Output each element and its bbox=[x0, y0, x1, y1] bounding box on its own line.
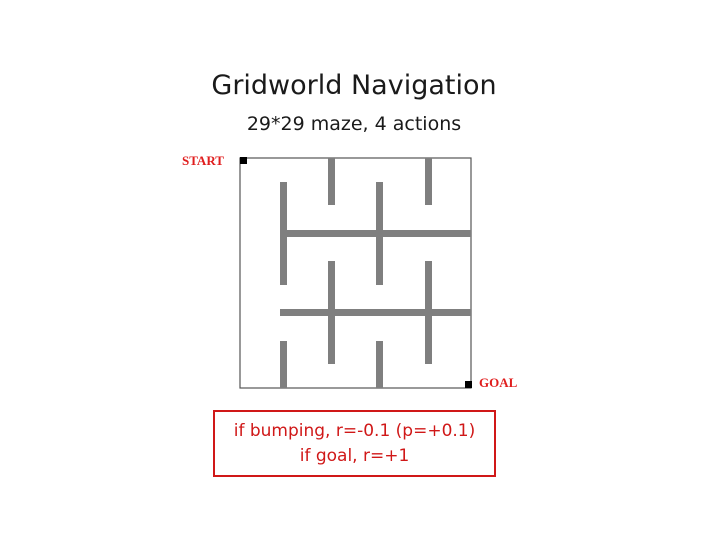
maze-wall bbox=[280, 230, 471, 237]
goal-marker bbox=[465, 381, 472, 388]
maze-wall bbox=[280, 341, 287, 388]
maze-wall bbox=[376, 341, 383, 388]
reward-line-bumping: if bumping, r=-0.1 (p=+0.1) bbox=[233, 420, 476, 441]
start-label: START bbox=[182, 153, 224, 168]
slide-title: Gridworld Navigation bbox=[211, 70, 497, 101]
reward-box: if bumping, r=-0.1 (p=+0.1) if goal, r=+… bbox=[213, 410, 496, 477]
goal-label: GOAL bbox=[479, 375, 518, 390]
maze-wall bbox=[328, 158, 335, 205]
maze-wall bbox=[280, 309, 471, 316]
slide-subtitle: 29*29 maze, 4 actions bbox=[246, 113, 462, 135]
maze-border bbox=[239, 157, 472, 389]
start-marker bbox=[240, 157, 247, 164]
reward-line-goal: if goal, r=+1 bbox=[299, 445, 410, 466]
maze-wall bbox=[425, 158, 432, 205]
